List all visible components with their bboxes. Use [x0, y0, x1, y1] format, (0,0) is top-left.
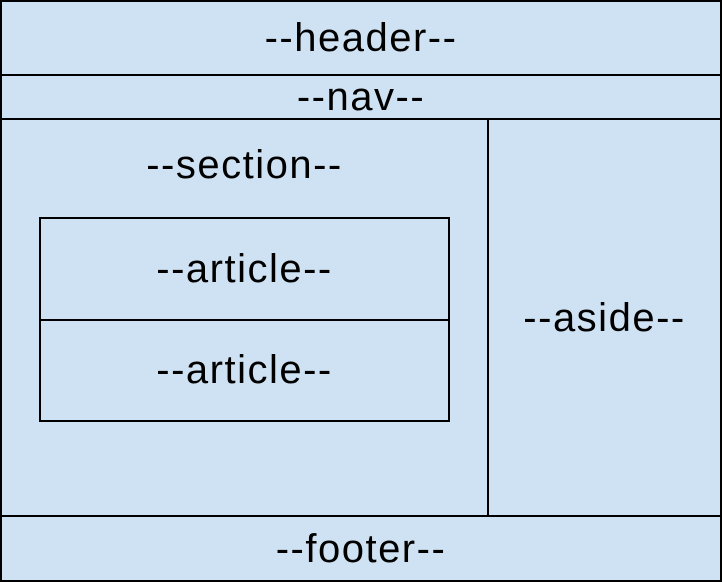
- footer-label: --footer--: [275, 526, 447, 571]
- aside-label: --aside--: [523, 295, 686, 340]
- article-1-label: --article--: [156, 246, 333, 291]
- nav-label: --nav--: [296, 75, 426, 119]
- main-row: --section-- --article-- --article-- --as…: [2, 120, 720, 517]
- nav-region: --nav--: [2, 76, 720, 120]
- header-label: --header--: [264, 16, 458, 60]
- header-region: --header--: [2, 2, 720, 76]
- section-label: --section--: [146, 143, 343, 187]
- article-box: --article-- --article--: [39, 217, 450, 422]
- article-region-2: --article--: [41, 321, 448, 421]
- aside-region: --aside--: [489, 120, 720, 515]
- article-region-1: --article--: [41, 219, 448, 321]
- section-region: --section-- --article-- --article--: [2, 120, 489, 515]
- footer-region: --footer--: [2, 517, 720, 580]
- article-2-label: --article--: [156, 348, 333, 393]
